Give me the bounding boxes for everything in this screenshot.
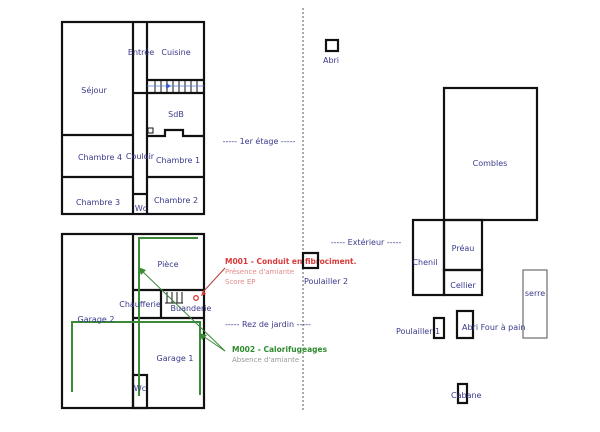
m001-leader <box>202 267 226 293</box>
poulailler-2-outline <box>301 251 320 270</box>
room-garage-1[interactable]: Garage 1 <box>157 354 194 363</box>
first-floor-plan: Séjour Entrée Cuisine SdB Chambre 4 Coul… <box>60 20 296 216</box>
room-chenil[interactable]: Chenil <box>412 258 437 267</box>
room-wc-first[interactable]: Wc <box>135 204 147 213</box>
level-label-first-floor: ----- 1er étage ----- <box>223 136 296 146</box>
abri-outline <box>324 38 340 53</box>
room-piece[interactable]: Pièce <box>157 259 178 269</box>
pipe-line <box>138 237 198 396</box>
room-abri[interactable]: Abri <box>323 56 339 65</box>
m001-status: Présence d'amiante <box>225 268 294 276</box>
room-poulailler-2[interactable]: Poulailler 2 <box>304 277 348 286</box>
room-chambre-1[interactable]: Chambre 1 <box>156 156 200 165</box>
room-poulailler-1[interactable]: Poulailler 1 <box>396 327 440 336</box>
combles-outline <box>442 86 539 222</box>
room-chambre-3[interactable]: Chambre 3 <box>76 198 120 207</box>
m002-title[interactable]: M002 - Calorifugeages <box>232 345 328 354</box>
m002-leader <box>139 268 226 352</box>
room-entree[interactable]: Entrée <box>128 47 154 57</box>
room-chambre-2[interactable]: Chambre 2 <box>154 196 198 205</box>
room-cellier[interactable]: Cellier <box>450 281 476 290</box>
room-sdb[interactable]: SdB <box>168 110 184 119</box>
room-abri-four[interactable]: Abri Four à pain <box>462 323 525 332</box>
room-couloir[interactable]: Couloir <box>126 152 155 161</box>
room-garage-2[interactable]: Garage 2 <box>78 315 115 324</box>
level-label-exterior: ----- Extérieur ----- <box>331 237 402 247</box>
m002-status: Absence d'amiante <box>232 356 299 364</box>
exterior-plan: Abri Combles Chenil Préau Cellier serre … <box>301 38 548 405</box>
level-label-garden: ----- Rez de jardin ----- <box>225 320 311 329</box>
garden-level-plan: Pièce Chaufferie Buanderie Garage 2 Gara… <box>60 232 357 410</box>
duct-icon <box>147 127 154 134</box>
m001-score: Score EP <box>225 278 255 286</box>
pipe-line <box>71 321 201 395</box>
stairs-icon <box>147 80 204 93</box>
stairs-icon <box>165 292 183 304</box>
room-sejour[interactable]: Séjour <box>81 85 107 95</box>
room-buanderie[interactable]: Buanderie <box>171 304 212 313</box>
m001-marker-icon[interactable] <box>193 295 199 301</box>
room-chambre-4[interactable]: Chambre 4 <box>78 153 122 162</box>
m001-title[interactable]: M001 - Conduit en fibrociment. <box>225 257 357 266</box>
room-serre[interactable]: serre <box>525 289 545 298</box>
room-preau[interactable]: Préau <box>452 243 475 253</box>
room-combles[interactable]: Combles <box>473 159 508 168</box>
room-cuisine[interactable]: Cuisine <box>161 48 190 57</box>
room-wc-garden[interactable]: Wc <box>134 384 146 393</box>
room-cabane[interactable]: Cabane <box>451 391 482 400</box>
room-chaufferie[interactable]: Chaufferie <box>119 300 161 309</box>
